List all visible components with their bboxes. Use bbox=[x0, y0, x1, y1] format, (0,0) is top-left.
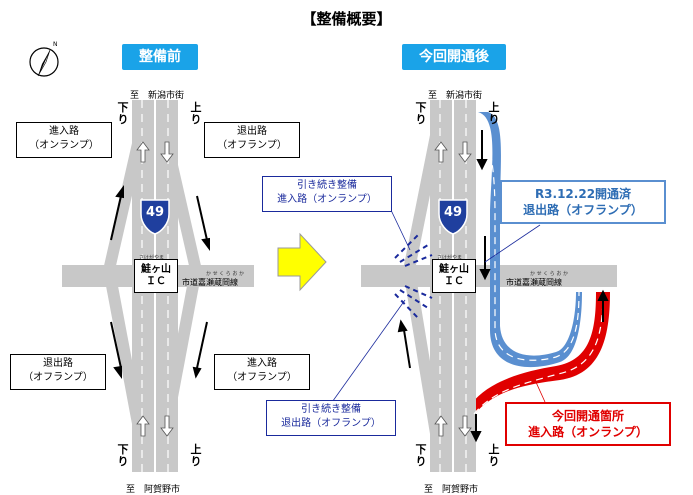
route-number-right: 49 bbox=[443, 205, 463, 220]
before-box-top-left: 進入路（オンランプ） bbox=[16, 122, 112, 158]
after-down-top: 下り bbox=[415, 101, 427, 126]
svg-text:N: N bbox=[53, 41, 58, 48]
after-to-south: 至 阿賀野市 bbox=[424, 485, 479, 495]
after-box-planned-off: 引き続き整備退出路（オフランプ） bbox=[266, 400, 396, 436]
before-to-south: 至 阿賀野市 bbox=[126, 485, 181, 495]
ic-ruby-right: さけがやま bbox=[437, 255, 463, 261]
opened-off-ramp bbox=[478, 112, 582, 368]
transition-arrow bbox=[277, 232, 327, 292]
before-to-north: 至 新潟市街 bbox=[130, 91, 185, 101]
after-to-north: 至 新潟市街 bbox=[428, 91, 483, 101]
route-shield-left bbox=[140, 199, 170, 235]
flow-arrows-left bbox=[110, 185, 210, 379]
before-up-bottom: 上り bbox=[190, 443, 202, 468]
before-up-top: 上り bbox=[190, 101, 202, 126]
cross-road-ruby-left: か せ く ら お か bbox=[206, 271, 244, 277]
flow-arrows-right bbox=[397, 130, 609, 443]
after-down-bottom: 下り bbox=[415, 443, 427, 468]
route-number-left: 49 bbox=[145, 205, 165, 220]
after-box-new: 今回開通箇所進入路（オンランプ） bbox=[505, 402, 671, 446]
route-shield-right bbox=[438, 199, 468, 235]
cross-road-ruby-right: か せ く ら お か bbox=[530, 271, 568, 277]
lane-arrows-right bbox=[434, 141, 472, 437]
before-down-bottom: 下り bbox=[117, 443, 129, 468]
cross-road-label-left: 市道嘉瀬蔵岡線 bbox=[182, 278, 238, 287]
cross-road-right bbox=[361, 265, 617, 287]
compass-icon: N bbox=[29, 41, 59, 77]
lane-arrows-left bbox=[136, 141, 174, 437]
after-up-bottom: 上り bbox=[488, 443, 500, 468]
after-box-planned-on: 引き続き整備進入路（オンランプ） bbox=[262, 176, 392, 212]
callout-lines bbox=[329, 207, 541, 406]
ic-ruby-left: さけがやま bbox=[139, 255, 165, 261]
after-label: 今回開通後 bbox=[402, 44, 506, 70]
after-up-top: 上り bbox=[488, 101, 500, 126]
after-box-opened: R3.12.22開通済退出路（オフランプ） bbox=[500, 180, 666, 224]
before-down-top: 下り bbox=[117, 101, 129, 126]
before-box-bottom-right: 進入路（オフランプ） bbox=[214, 354, 310, 390]
new-on-ramp bbox=[468, 292, 610, 420]
before-label: 整備前 bbox=[122, 44, 198, 70]
before-box-bottom-left: 退出路（オフランプ） bbox=[10, 354, 106, 390]
planned-ramp-lines bbox=[394, 234, 433, 319]
cross-road-label-right: 市道嘉瀬蔵岡線 bbox=[506, 278, 562, 287]
page-title: 【整備概要】 bbox=[301, 10, 392, 28]
callout-line-red bbox=[534, 379, 546, 403]
before-box-top-right: 退出路（オフランプ） bbox=[204, 122, 300, 158]
